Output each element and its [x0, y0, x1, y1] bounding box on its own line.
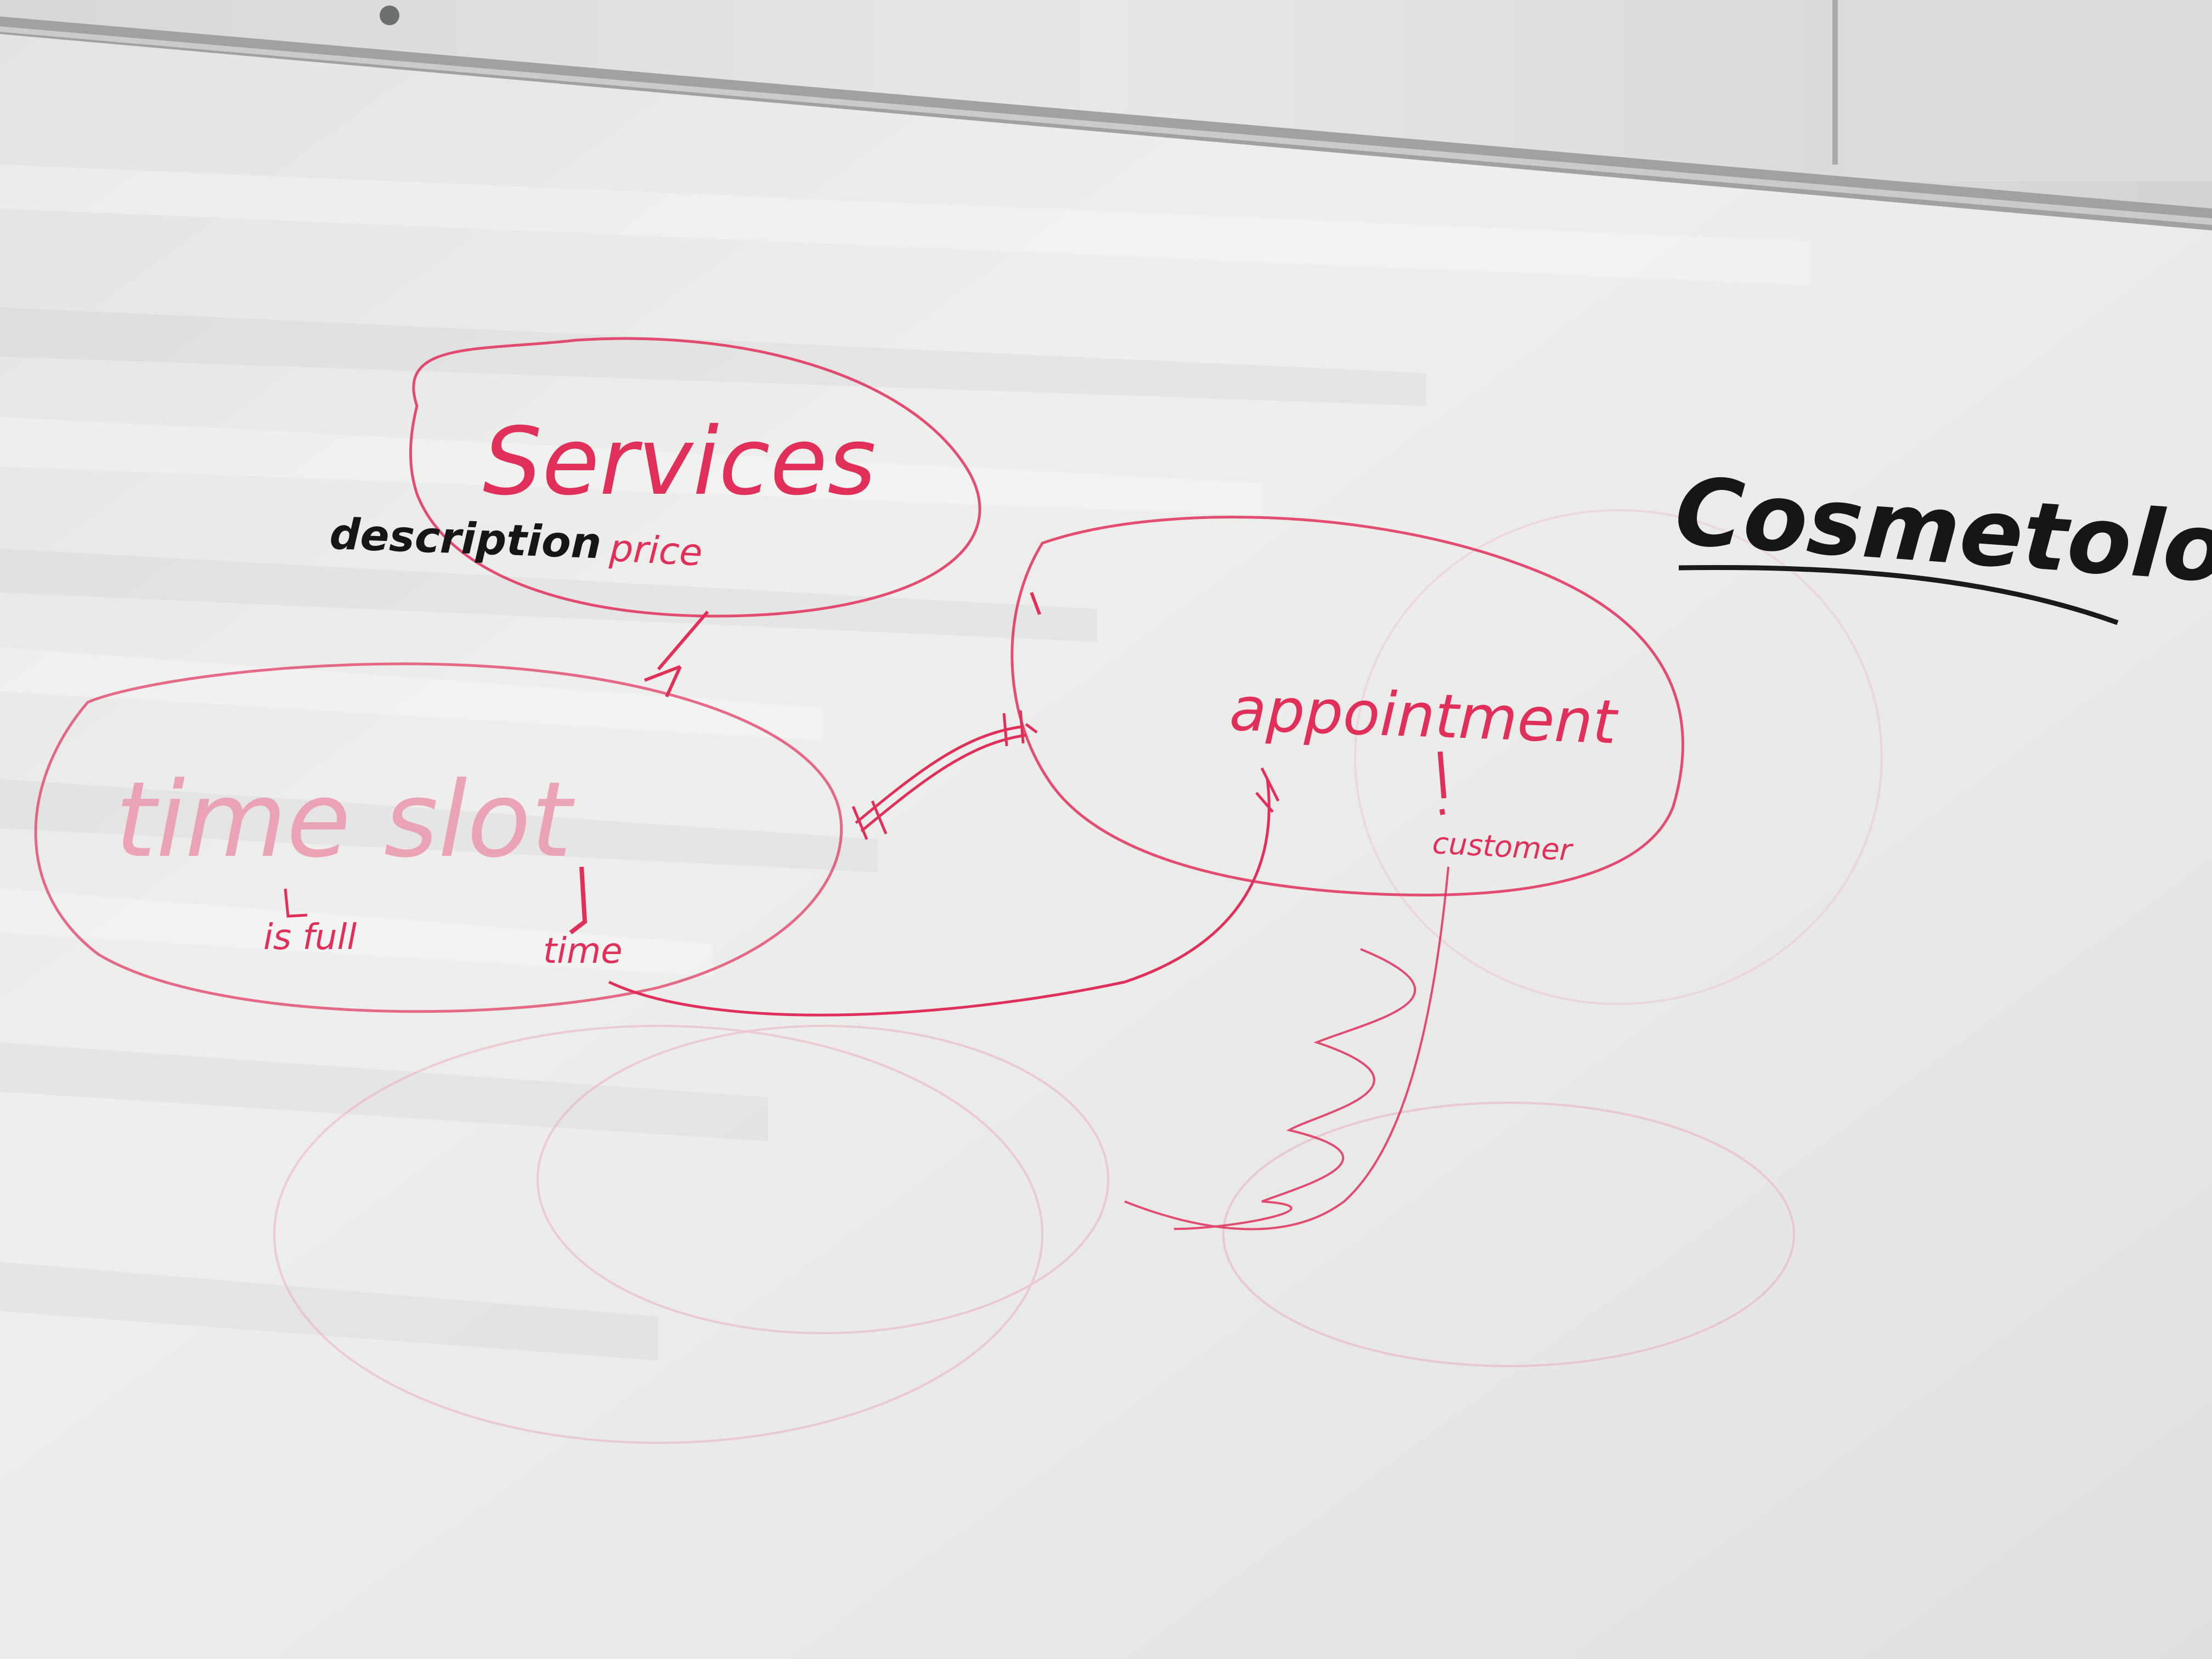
- time-slot-ellipse: [34, 662, 843, 1013]
- light-stripes: [0, 165, 1810, 977]
- appointment-ellipse: [1011, 516, 1684, 896]
- appointment-label: appointment: [1228, 674, 1620, 758]
- entity-appointment: appointment customer: [1011, 516, 1684, 896]
- frame-screw: [380, 5, 399, 25]
- services-ellipse: [409, 337, 981, 618]
- erased-ghost-marks: [273, 509, 1883, 1444]
- time-slot-attr-is-full: is full: [263, 917, 357, 958]
- appointment-attr-customer: customer: [1431, 826, 1574, 867]
- whiteboard-frame-highlight: [0, 26, 2212, 225]
- entity-time-slot: time slot is full time: [34, 662, 843, 1013]
- entity-services: Services description price: [329, 337, 981, 618]
- appointment-mark-left: [1030, 591, 1041, 616]
- whiteboard-surface: [0, 27, 2212, 1659]
- services-label: Services: [483, 408, 876, 516]
- relation-services-timeslot: [644, 611, 709, 698]
- is-full-tick: [284, 888, 308, 918]
- customer-tick: [1437, 751, 1447, 815]
- time-slot-attr-time: time: [543, 931, 623, 972]
- title-underline: [1678, 565, 2119, 625]
- relation-appointment-customer-scribble: [1124, 866, 1449, 1231]
- time-slot-label: time slot: [115, 759, 575, 881]
- services-attr-price: price: [608, 527, 703, 575]
- services-attr-description: description: [329, 510, 602, 568]
- wall-panel-right: [1843, 0, 2212, 181]
- time-tick: [569, 866, 588, 935]
- relation-appointment-timeslot-curve: [608, 767, 1280, 1017]
